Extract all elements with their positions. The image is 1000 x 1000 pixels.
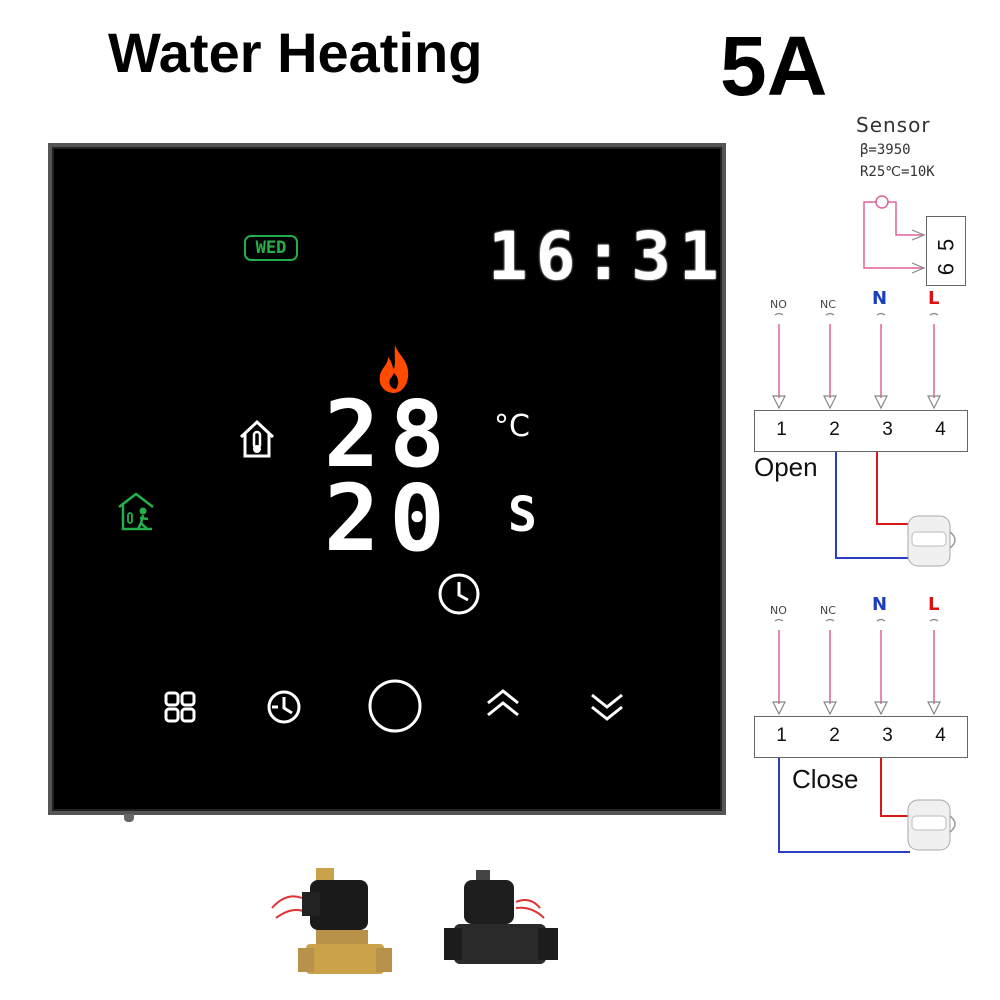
terminal-1: 1 [776,725,787,746]
power-ring-icon [368,679,422,733]
sensor-terminal-block: 65 [926,216,966,286]
clock-display: 16:31 [488,217,719,297]
terminal-4: 4 [935,725,946,746]
bezel-notch [124,814,134,822]
terminal-2: 2 [829,725,840,746]
power-button[interactable] [366,677,424,735]
clock-icon [267,690,301,724]
home-thermometer-icon [238,419,276,459]
current-temperature: 28 [324,389,494,481]
plastic-valve-image [444,870,558,964]
sensor-terminal-6: 6 [933,251,958,276]
terminal-block-close: 1 2 3 4 [754,716,968,758]
wire-label-nc-2: NC [820,604,836,617]
clock-time: 16:31 [488,218,727,295]
wiring-diagram-open [772,312,956,567]
sensor-beta: β=3950 [860,142,911,158]
down-button[interactable] [588,689,626,723]
terminal-1: 1 [776,419,787,440]
set-value-unit: S [508,487,537,543]
home-person-icon [116,491,160,533]
wire-label-nc: NC [820,298,836,311]
set-value-unit-label: S [508,487,537,543]
wire-label-l: L [928,288,940,309]
close-caption: Close [792,764,859,794]
sensor-terminal-5: 5 [933,226,958,251]
brass-valve-image [271,868,392,974]
menu-button[interactable] [164,691,196,723]
current-temperature-value: 28 [324,381,455,488]
temperature-unit: °C [494,409,530,444]
schedule-button[interactable] [266,689,302,725]
terminal-block-open: 1 2 3 4 [754,410,968,452]
flame-icon [374,343,416,395]
current-rating: 5A [720,19,828,113]
set-value: 20 [324,473,494,565]
set-value-number: 20 [324,465,455,572]
day-badge: WED [244,235,298,261]
clock-icon [437,572,481,616]
sensor-title: Sensor [856,113,931,137]
open-caption: Open [754,452,818,482]
temperature-unit-label: °C [494,409,530,444]
up-button[interactable] [484,687,522,721]
wire-label-no: NO [770,298,787,311]
wire-label-no-2: NO [770,604,787,617]
terminal-3: 3 [882,725,893,746]
grid-icon [164,691,196,723]
terminal-4: 4 [935,419,946,440]
wire-label-n-2: N [872,594,888,615]
terminal-2: 2 [829,419,840,440]
day-label: WED [255,238,287,258]
sensor-wiring [863,195,926,274]
wiring-diagram-close [772,618,956,853]
thermostat-panel: WED 16:31 [48,143,726,815]
chevron-double-up-icon [487,689,519,717]
wire-label-n: N [872,288,888,309]
terminal-3: 3 [882,419,893,440]
sensor-r25: R25℃=10K [860,164,935,180]
product-title: Water Heating [108,21,483,84]
chevron-double-down-icon [591,693,623,721]
wire-label-l-2: L [928,594,940,615]
